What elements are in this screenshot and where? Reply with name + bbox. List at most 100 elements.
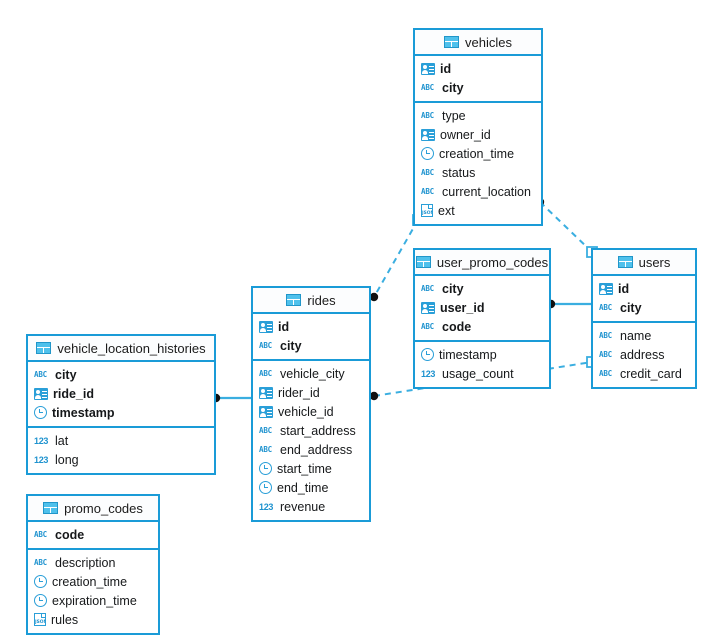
table-icon (415, 256, 431, 268)
primary-key-row[interactable]: timestamp (28, 403, 214, 422)
clock-icon (259, 462, 272, 475)
column-name: city (442, 80, 464, 95)
column-name: end_address (280, 442, 353, 457)
abc-icon: ABC (421, 82, 434, 92)
table-header-users[interactable]: users (593, 250, 695, 276)
table-icon (286, 294, 302, 306)
column-row[interactable]: ABC current_location (415, 182, 541, 201)
table-header-user_promo_codes[interactable]: user_promo_codes (415, 250, 549, 276)
abc-icon: ABC (599, 349, 612, 359)
edge-endpoint-dot (369, 391, 379, 401)
key-icon (259, 405, 273, 418)
column-name: type (442, 108, 466, 123)
table-title: users (638, 254, 671, 270)
table-header-vehicle_location_histories[interactable]: vehicle_location_histories (28, 336, 214, 362)
table-header-promo_codes[interactable]: promo_codes (28, 496, 158, 522)
column-row[interactable]: end_time (253, 478, 369, 497)
relationship-vehicle-location-histories-to-rides[interactable] (211, 393, 251, 403)
column-row[interactable]: expiration_time (28, 591, 158, 610)
primary-key-row[interactable]: ABC city (415, 78, 541, 97)
abc-icon: ABC (259, 425, 272, 435)
primary-key-row[interactable]: ride_id (28, 384, 214, 403)
key-icon (259, 320, 273, 333)
column-name: vehicle_id (278, 404, 334, 419)
abc-icon: ABC (421, 321, 434, 331)
table-header-vehicles[interactable]: vehicles (415, 30, 541, 56)
primary-key-row[interactable]: id (415, 59, 541, 78)
abc-icon: ABC (421, 110, 434, 120)
table-title: vehicles (465, 34, 512, 50)
column-row[interactable]: creation_time (415, 144, 541, 163)
abc-icon: ABC (421, 283, 434, 293)
abc-icon: ABC (599, 368, 612, 378)
column-name: city (620, 300, 642, 315)
column-row[interactable]: start_time (253, 459, 369, 478)
clock-icon (421, 147, 434, 160)
column-name: creation_time (439, 146, 515, 161)
abc-icon: ABC (421, 186, 434, 196)
column-name: status (442, 165, 476, 180)
primary-key-row[interactable]: id (253, 317, 369, 336)
column-name: start_time (277, 461, 332, 476)
table-icon (43, 502, 59, 514)
num-icon: 123 (421, 368, 436, 379)
column-name: description (55, 555, 116, 570)
primary-key-row[interactable]: id (593, 279, 695, 298)
abc-icon: ABC (259, 340, 272, 350)
column-name: vehicle_city (280, 366, 345, 381)
column-name: creation_time (52, 574, 128, 589)
table-header-rides[interactable]: rides (253, 288, 369, 314)
column-row[interactable]: rider_id (253, 383, 369, 402)
column-name: current_location (442, 184, 531, 199)
abc-icon: ABC (34, 529, 47, 539)
primary-key-row[interactable]: user_id (415, 298, 549, 317)
column-name: rider_id (278, 385, 320, 400)
column-row[interactable]: creation_time (28, 572, 158, 591)
column-row[interactable]: timestamp (415, 345, 549, 364)
column-name: id (278, 319, 290, 334)
relationship-user-promo-codes-to-users[interactable] (546, 299, 591, 309)
column-row[interactable]: owner_id (415, 125, 541, 144)
column-row[interactable]: vehicle_id (253, 402, 369, 421)
edge-endpoint-dot (369, 292, 379, 302)
column-row[interactable]: ABC type (415, 106, 541, 125)
table-title: rides (307, 292, 336, 308)
column-name: long (55, 452, 79, 467)
